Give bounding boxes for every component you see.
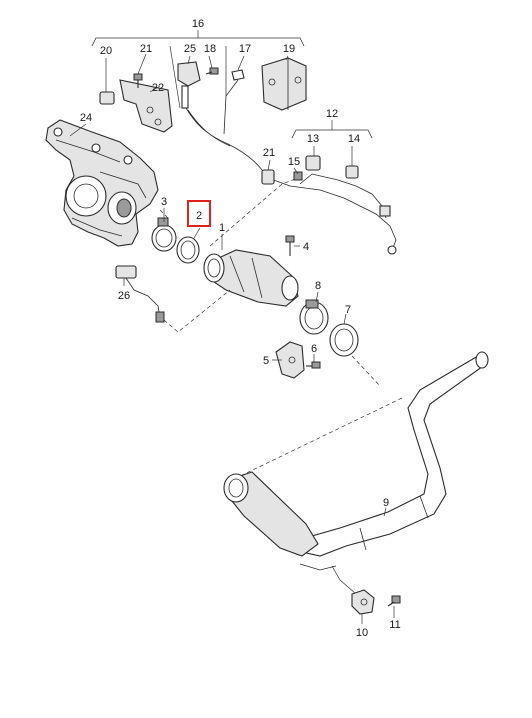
label-4[interactable]: 4 bbox=[303, 241, 309, 253]
label-7[interactable]: 7 bbox=[345, 304, 351, 316]
label-10[interactable]: 10 bbox=[356, 627, 368, 639]
label-18[interactable]: 18 bbox=[204, 43, 216, 55]
label-22[interactable]: 22 bbox=[152, 82, 164, 94]
label-24[interactable]: 24 bbox=[80, 112, 92, 124]
bolt-4[interactable] bbox=[285, 235, 295, 256]
callout-labels: 16 20 21 25 18 17 19 22 24 12 13 14 21 1… bbox=[80, 18, 401, 639]
label-6[interactable]: 6 bbox=[311, 343, 317, 355]
pressure-sensor-25[interactable] bbox=[177, 61, 201, 109]
label-25[interactable]: 25 bbox=[184, 43, 196, 55]
label-21-lower[interactable]: 21 bbox=[263, 147, 275, 159]
sensor-pipe-12[interactable] bbox=[267, 173, 397, 255]
label-2[interactable]: 2 bbox=[196, 210, 202, 222]
clamp-3[interactable] bbox=[151, 217, 177, 252]
label-16[interactable]: 16 bbox=[192, 18, 204, 30]
clamp-8[interactable] bbox=[299, 299, 329, 335]
exhaust-pipe-9[interactable] bbox=[223, 351, 489, 571]
group-bracket-16 bbox=[91, 30, 305, 47]
catalytic-converter[interactable] bbox=[203, 249, 299, 307]
gasket-7[interactable] bbox=[329, 323, 359, 357]
label-8[interactable]: 8 bbox=[315, 280, 321, 292]
highlight-box-2 bbox=[187, 200, 211, 227]
label-3[interactable]: 3 bbox=[161, 196, 167, 208]
label-14[interactable]: 14 bbox=[348, 133, 360, 145]
label-1[interactable]: 1 bbox=[219, 222, 225, 234]
leader-lines bbox=[69, 45, 395, 624]
control-unit-19[interactable] bbox=[261, 57, 307, 111]
label-5[interactable]: 5 bbox=[263, 355, 269, 367]
clip-15[interactable] bbox=[293, 171, 303, 181]
label-11[interactable]: 11 bbox=[389, 619, 400, 631]
screw-6[interactable] bbox=[306, 361, 321, 369]
connector-13[interactable] bbox=[305, 155, 321, 171]
sensor-10[interactable] bbox=[351, 589, 375, 615]
lambda-probe-26[interactable] bbox=[115, 265, 165, 323]
bracket-21-top[interactable] bbox=[119, 79, 173, 133]
label-20[interactable]: 20 bbox=[100, 45, 112, 57]
label-12[interactable]: 12 bbox=[326, 108, 338, 120]
bracket-5[interactable] bbox=[275, 341, 305, 379]
turbocharger-manifold[interactable] bbox=[45, 119, 159, 247]
label-9[interactable]: 9 bbox=[383, 497, 389, 509]
label-13[interactable]: 13 bbox=[307, 133, 319, 145]
label-15[interactable]: 15 bbox=[288, 156, 300, 168]
gasket-2[interactable] bbox=[176, 236, 200, 264]
hose-17[interactable] bbox=[185, 69, 267, 177]
label-19[interactable]: 19 bbox=[283, 43, 295, 55]
connector-20[interactable] bbox=[99, 91, 115, 105]
label-21-top[interactable]: 21 bbox=[140, 43, 152, 55]
label-26[interactable]: 26 bbox=[118, 290, 130, 302]
label-17[interactable]: 17 bbox=[239, 43, 251, 55]
bolt-18[interactable] bbox=[205, 67, 219, 75]
bolt-11[interactable] bbox=[387, 595, 401, 607]
group-bracket-12 bbox=[291, 120, 373, 139]
clamp-21-lower[interactable] bbox=[261, 169, 275, 185]
clip-14[interactable] bbox=[345, 165, 359, 179]
